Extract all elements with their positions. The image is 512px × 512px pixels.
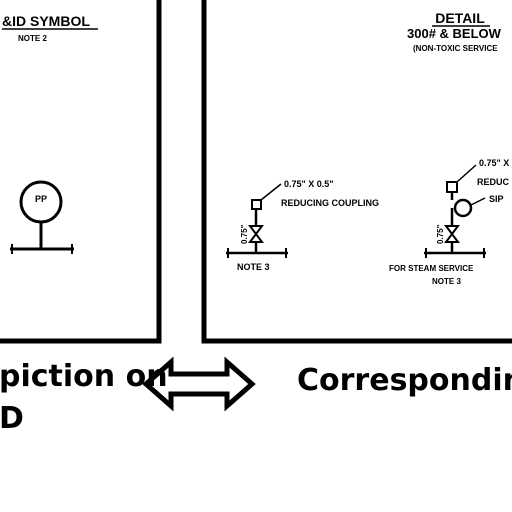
detail-b-assembly: 0.75" X REDUC SIP 0.75" FOR STEAM SERVIC…	[389, 158, 510, 286]
caption-left-line2: D	[0, 401, 24, 436]
right-panel-service: (NON-TOXIC SERVICE	[413, 44, 498, 53]
coupling-size-a: 0.75" X 0.5"	[284, 179, 334, 189]
right-panel-frame	[201, 0, 512, 344]
detail-b-note: NOTE 3	[432, 277, 461, 286]
double-arrow-icon	[142, 356, 256, 412]
valve-symbol-b	[444, 225, 460, 236]
detail-a-note: NOTE 3	[237, 262, 270, 272]
steam-service-label: FOR STEAM SERVICE	[389, 264, 474, 273]
instrument-bubble-symbol: PP	[10, 180, 74, 254]
instrument-bubble-tag: PP	[35, 194, 47, 204]
valve-symbol-a	[248, 225, 264, 236]
caption-left-line1: piction on	[0, 359, 168, 394]
leader-line-b	[456, 164, 477, 183]
left-panel-frame	[0, 0, 162, 344]
leader-line-a	[260, 183, 282, 201]
reducing-coupling-a	[251, 199, 262, 210]
coupling-label-a: REDUCING COUPLING	[281, 198, 379, 208]
valve-tag-a: 0.75"	[240, 224, 249, 244]
siphon-symbol	[453, 198, 473, 218]
right-panel-subtitle: 300# & BELOW	[407, 26, 502, 41]
left-panel-note: NOTE 2	[18, 34, 47, 43]
valve-tag-b: 0.75"	[436, 224, 445, 244]
caption-right: Corresponding	[297, 363, 512, 398]
coupling-label-b: REDUC	[477, 177, 510, 187]
reducing-coupling-b	[446, 181, 458, 193]
left-panel-title: &ID SYMBOL	[2, 13, 90, 29]
detail-a-assembly: 0.75" X 0.5" REDUCING COUPLING 0.75" NOT…	[226, 179, 379, 272]
siphon-leader	[470, 197, 486, 206]
right-panel-title: DETAIL	[435, 10, 485, 26]
siphon-label: SIP	[489, 194, 504, 204]
coupling-size-b: 0.75" X	[479, 158, 509, 168]
